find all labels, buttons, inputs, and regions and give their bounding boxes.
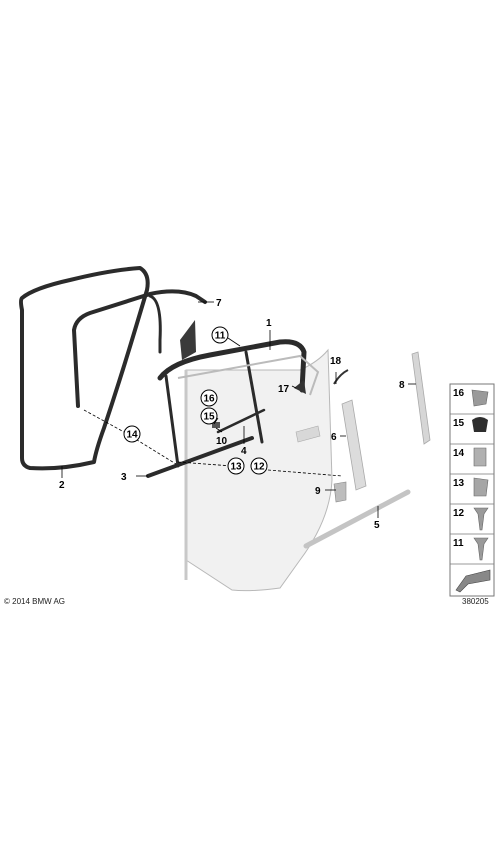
leader-17 (291, 385, 297, 389)
callout-12: 12 (253, 462, 265, 473)
frame-trim (411, 351, 431, 445)
window-frame-seal (157, 339, 307, 393)
circle-13 (227, 457, 245, 475)
legend-clip-16-icon (471, 389, 489, 407)
callout-9: 9 (315, 486, 321, 497)
callout-10: 10 (216, 436, 228, 447)
legend-label-16: 16 (453, 388, 465, 399)
callout-1: 1 (266, 318, 272, 329)
legend-clip-13-icon (473, 477, 489, 497)
outer-door-seal (19, 266, 150, 471)
callout-18: 18 (330, 356, 342, 367)
legend-plug-15-icon (472, 417, 488, 432)
leader-10 (215, 427, 223, 433)
callout-3: 3 (121, 472, 127, 483)
legend-label-13: 13 (453, 478, 465, 489)
legend-label-11: 11 (453, 538, 464, 549)
circle-12 (250, 457, 268, 475)
circle-14 (123, 425, 141, 443)
leader-11 (227, 337, 241, 347)
door-handle-recess (295, 425, 321, 443)
window-guide-seal-corner (180, 320, 196, 360)
bracket-9 (333, 481, 347, 503)
leader-15 (213, 417, 219, 425)
clip-10 (212, 422, 220, 428)
callout-11: 11 (215, 331, 226, 342)
circle-11 (211, 326, 229, 344)
legend-screw-11-icon (473, 537, 489, 561)
circle-16 (200, 389, 218, 407)
window-frame-seal-rear (164, 350, 264, 468)
window-guide-seal (72, 289, 207, 408)
window-slot-seal-inner (216, 408, 266, 434)
legend-label-14: 14 (453, 448, 465, 459)
callout-6: 6 (331, 432, 337, 443)
callout-5: 5 (374, 520, 380, 531)
parts-legend: 16 15 14 13 12 11 (449, 383, 495, 597)
seal-piece-18 (333, 369, 349, 385)
window-slot-seal-outer (146, 436, 254, 478)
callout-13: 13 (230, 462, 242, 473)
callout-15: 15 (203, 412, 215, 423)
circle-15 (200, 407, 218, 425)
callout-14: 14 (126, 430, 138, 441)
legend-screw-12-icon (473, 507, 489, 531)
legend-seal-section-icon (455, 569, 491, 593)
callout-2: 2 (59, 480, 65, 491)
callout-7: 7 (216, 298, 222, 309)
diagram-number: 380205 (462, 597, 489, 606)
copyright-notice: © 2014 BMW AG (4, 597, 65, 606)
legend-label-12: 12 (453, 508, 465, 519)
legend-label-15: 15 (453, 418, 465, 429)
dash-13 (177, 461, 233, 467)
callout-8: 8 (399, 380, 405, 391)
legend-nut-14-icon (473, 447, 487, 467)
callout-4: 4 (241, 446, 247, 457)
window-piece-17 (294, 380, 306, 394)
lower-door-seal (303, 489, 411, 549)
pillar-trim (341, 399, 367, 491)
callout-16: 16 (203, 394, 215, 405)
window-frame-light (177, 354, 320, 396)
window-guide-seal-inner (148, 294, 162, 354)
callout-17: 17 (278, 384, 290, 395)
dash-12 (267, 469, 343, 477)
